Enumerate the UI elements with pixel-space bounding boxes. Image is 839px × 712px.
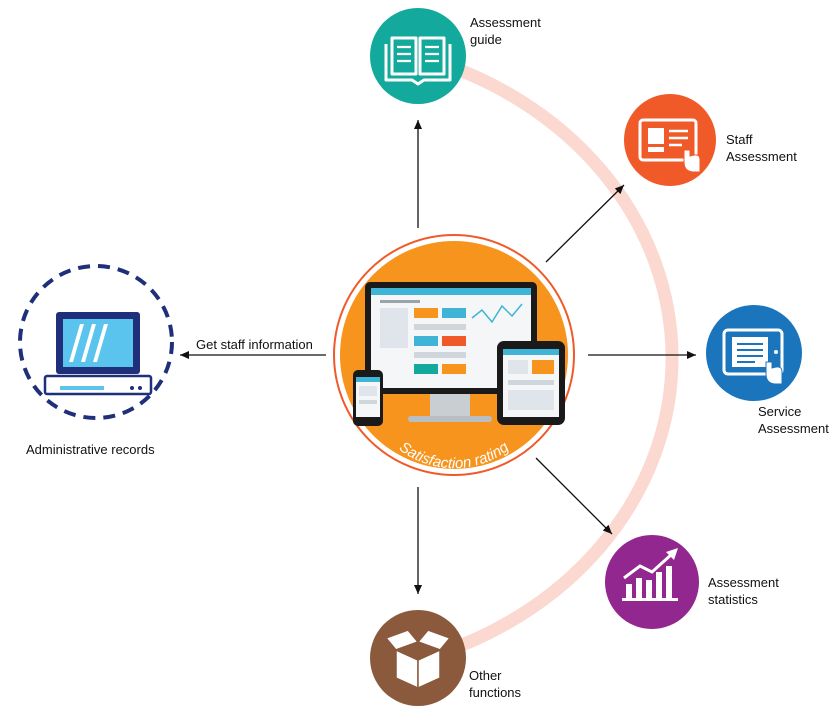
node-assessment-guide (370, 8, 466, 104)
arrow-to-staff-assessment (545, 184, 625, 263)
tablet-icon (497, 341, 565, 425)
phone-icon (353, 370, 383, 426)
id-card-tablet-icon (638, 118, 701, 173)
growth-chart-icon (622, 548, 678, 601)
node-staff-assessment (624, 94, 716, 186)
node-service-assessment (706, 305, 802, 401)
center-node: Satisfaction rating (333, 234, 575, 476)
tablet-document-icon (722, 328, 784, 385)
laptop-icon (43, 312, 153, 396)
ring-arc (416, 49, 679, 667)
node-assessment-statistics (605, 535, 699, 629)
admin-records-node (18, 264, 174, 420)
arrow-to-assessment-statistics (535, 457, 613, 535)
node-other-functions (370, 610, 466, 706)
label-get-staff-information: Get staff information (196, 337, 313, 352)
open-box-icon (385, 629, 451, 689)
open-book-icon (384, 36, 452, 86)
arrows (180, 120, 696, 594)
monitor-icon (365, 282, 537, 422)
label-administrative-records: Administrative records (26, 442, 155, 457)
